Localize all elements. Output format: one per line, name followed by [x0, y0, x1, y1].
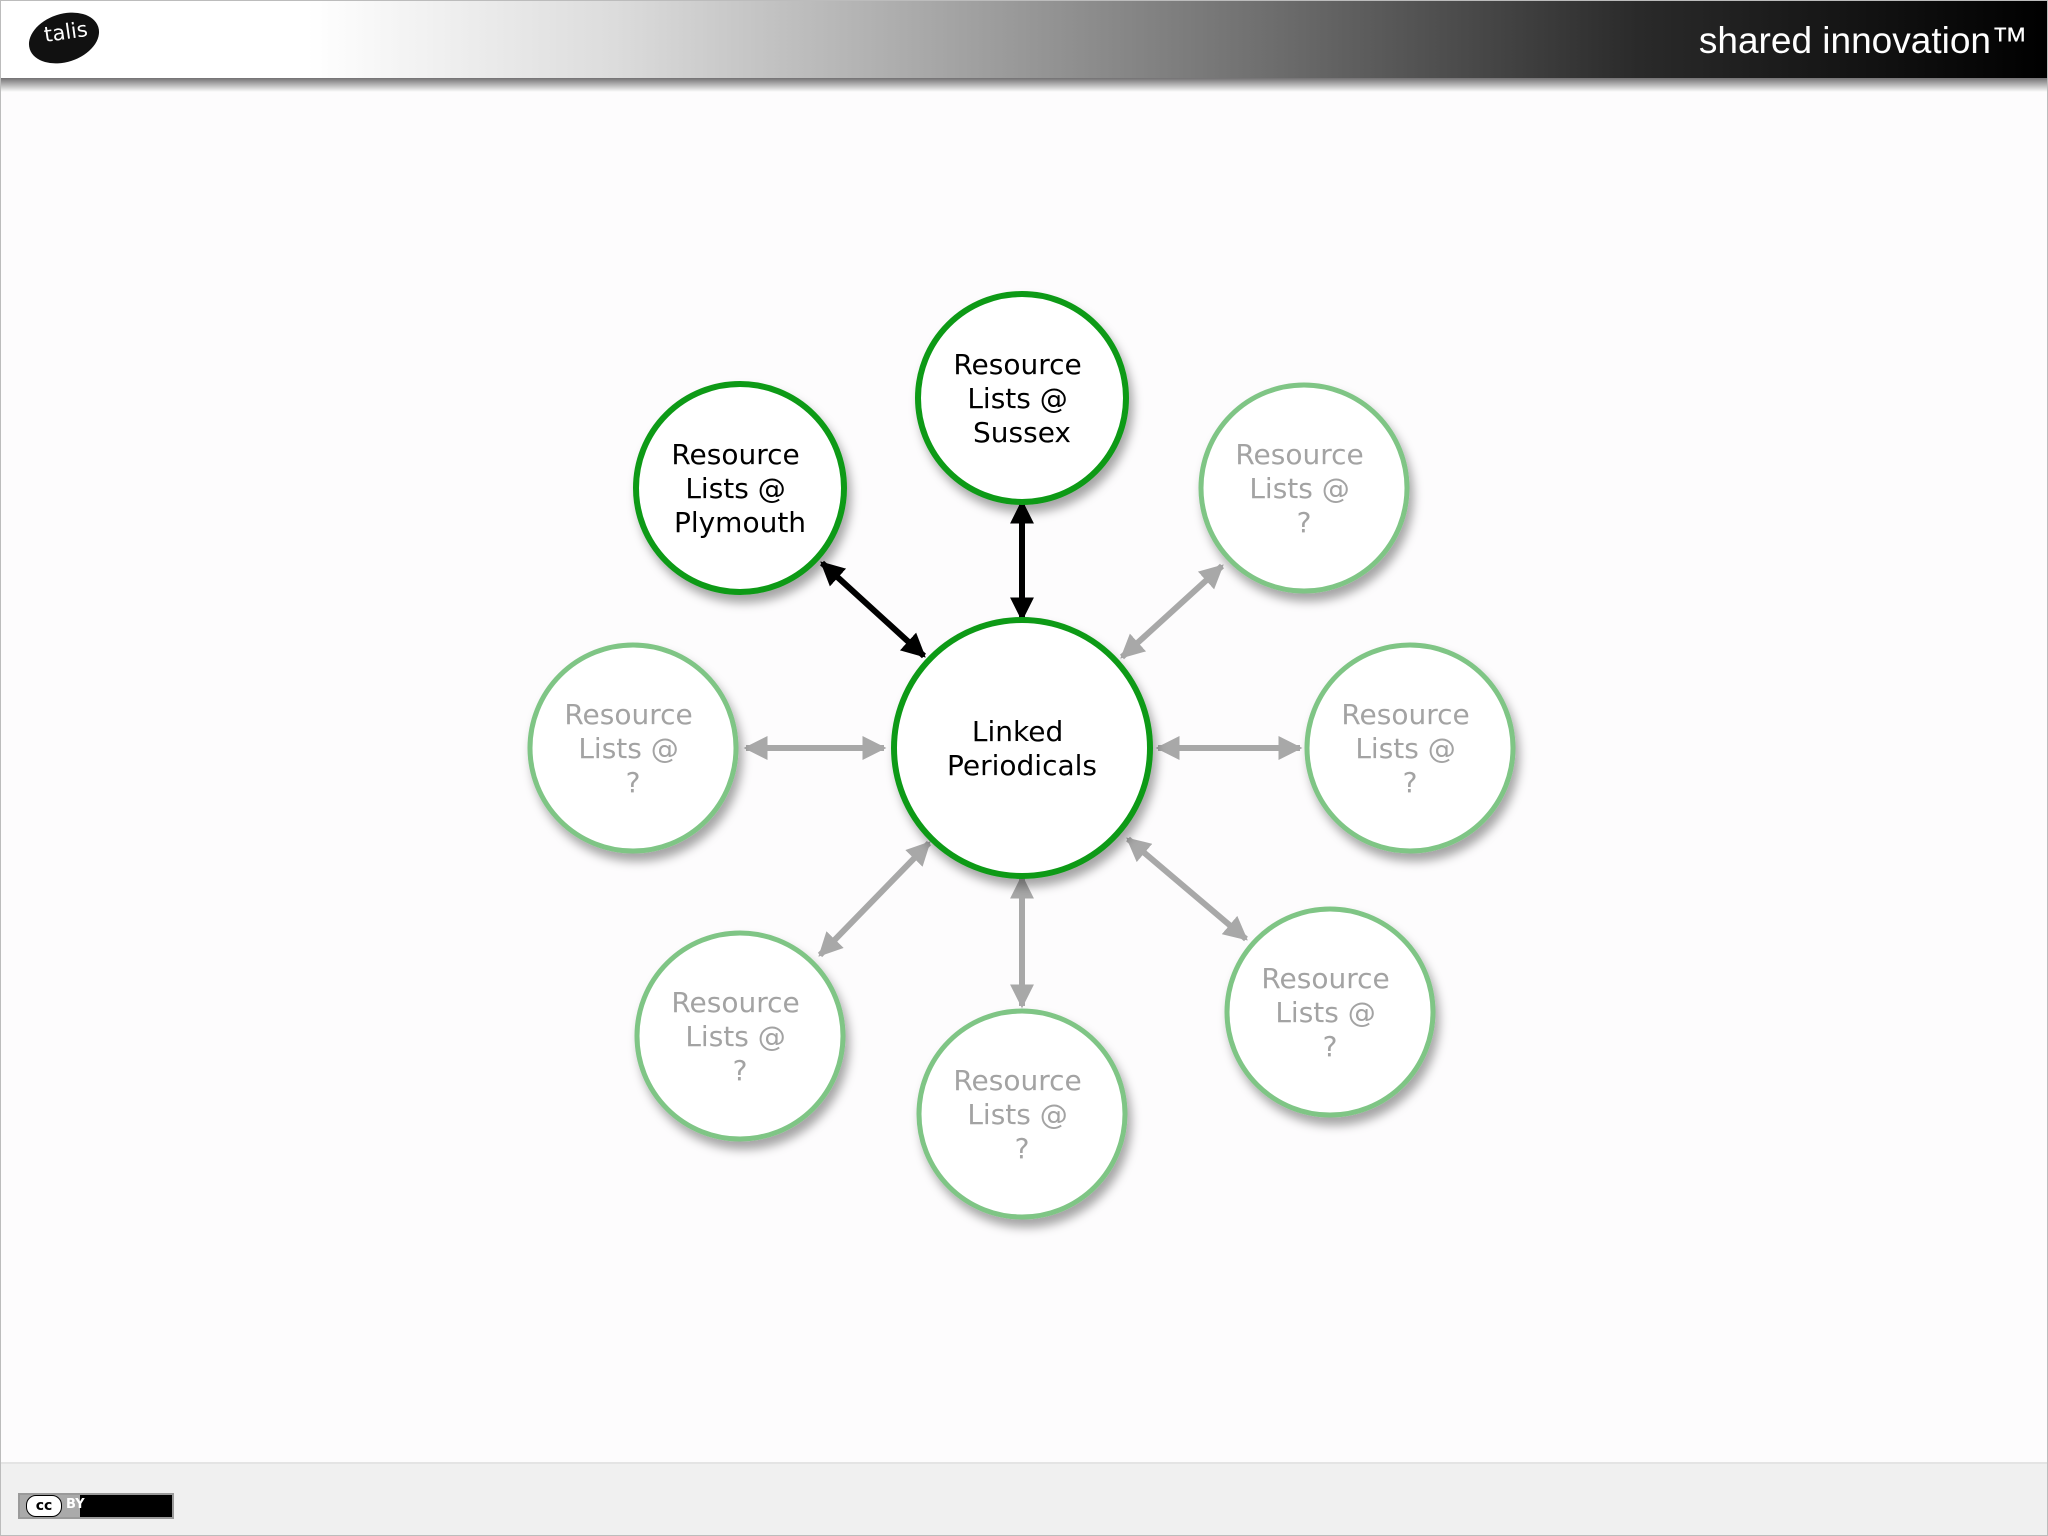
connectors	[743, 499, 1303, 1009]
svg-text:Resource Lists @: Resource Lists @ ?	[1235, 438, 1372, 539]
node-left-line-1: Resource	[564, 698, 692, 731]
svg-text:Resource Lists @: Resource Lists @ ?	[671, 986, 808, 1087]
svg-text:Resource Lists @: Resource Lists @ ?	[953, 1064, 1090, 1165]
node-placeholder-left: Resource Lists @ ?	[527, 642, 739, 854]
node-topright-line-1: Resource	[1235, 438, 1363, 471]
node-topright-line-3: ?	[1297, 506, 1312, 539]
tagline: shared innovation™	[1698, 20, 2028, 61]
svg-text:Resource Lists @: Resource Lists @ Sussex	[953, 348, 1090, 449]
node-plymouth-line-2: Lists @	[685, 472, 785, 505]
node-sussex-line-1: Resource	[953, 348, 1081, 381]
connector-botleft	[817, 840, 932, 958]
node-plymouth: Resource Lists @ Plymouth	[633, 381, 847, 595]
node-placeholder-bottom-left: Resource Lists @ ?	[634, 930, 846, 1142]
node-right-line-2: Lists @	[1355, 732, 1455, 765]
node-botleft-line-1: Resource	[671, 986, 799, 1019]
cc-by-label: BY	[66, 1497, 85, 1512]
node-placeholder-bottom: Resource Lists @ ?	[916, 1008, 1128, 1220]
connector-botright	[1126, 836, 1248, 942]
node-right-line-1: Resource	[1341, 698, 1469, 731]
node-sussex: Resource Lists @ Sussex	[915, 291, 1129, 505]
center-label-line-2: Periodicals	[947, 749, 1097, 782]
node-placeholder-bottom-right: Resource Lists @ ?	[1224, 906, 1436, 1118]
connector-plymouth	[819, 560, 927, 659]
cc-license-badge[interactable]: cc BY	[18, 1493, 174, 1519]
svg-text:Resource Lists @: Resource Lists @ ?	[564, 698, 701, 799]
node-left-line-2: Lists @	[578, 732, 678, 765]
svg-text:Linked Periodicals: Linked Periodicals	[947, 715, 1097, 782]
node-sussex-line-3: Sussex	[973, 416, 1071, 449]
node-plymouth-line-3: Plymouth	[674, 506, 806, 539]
footer-band	[0, 1462, 2048, 1536]
svg-text:Resource Lists @: Resource Lists @ Plymouth	[671, 438, 808, 539]
header-bar	[0, 0, 2048, 78]
node-right-line-3: ?	[1403, 766, 1418, 799]
center-label-line-1: Linked	[972, 715, 1063, 748]
talis-logo	[28, 12, 100, 64]
header-shadow	[0, 78, 2048, 92]
node-bottom-line-3: ?	[1015, 1132, 1030, 1165]
node-placeholder-right: Resource Lists @ ?	[1304, 642, 1516, 854]
svg-text:Resource Lists @: Resource Lists @ ?	[1261, 962, 1398, 1063]
connector-topright	[1119, 563, 1225, 660]
center-node: Linked Periodicals	[891, 617, 1153, 879]
cc-icon: cc	[26, 1495, 62, 1517]
node-placeholder-top-right: Resource Lists @ ?	[1198, 382, 1410, 594]
svg-text:Resource Lists @: Resource Lists @ ?	[1341, 698, 1478, 799]
node-plymouth-line-1: Resource	[671, 438, 799, 471]
node-bottom-line-1: Resource	[953, 1064, 1081, 1097]
node-botright-line-3: ?	[1323, 1030, 1338, 1063]
node-botright-line-1: Resource	[1261, 962, 1389, 995]
node-botleft-line-3: ?	[733, 1054, 748, 1087]
node-botleft-line-2: Lists @	[685, 1020, 785, 1053]
node-botright-line-2: Lists @	[1275, 996, 1375, 1029]
node-bottom-line-2: Lists @	[967, 1098, 1067, 1131]
node-left-line-3: ?	[626, 766, 641, 799]
node-sussex-line-2: Lists @	[967, 382, 1067, 415]
node-topright-line-2: Lists @	[1249, 472, 1349, 505]
